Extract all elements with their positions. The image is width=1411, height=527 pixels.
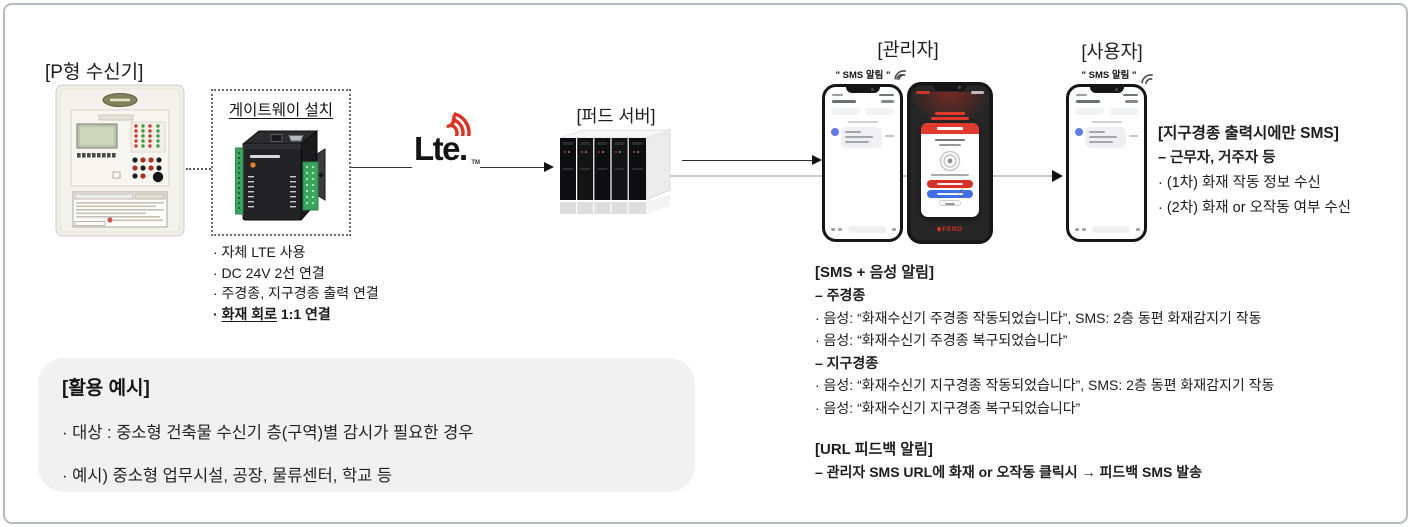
gateway-note-line-emphasis: · 화재 회로 1:1 연결 — [213, 305, 331, 322]
signal-ripple-icon — [1141, 74, 1153, 85]
gateway-device-image — [234, 129, 326, 222]
lte-trademark: TM — [471, 160, 480, 166]
note-title: [SMS + 음성 알림] — [815, 264, 934, 281]
arrowhead-to-server — [544, 162, 554, 172]
server-label: [퍼드 서버] — [576, 106, 656, 126]
signal-ripple-icon — [894, 70, 906, 81]
gateway-title: 게이트웨이 설치 — [228, 102, 334, 119]
fire-confirm-button — [927, 180, 973, 188]
sms-voice-note: [SMS + 음성 알림] – 주경종 · 음성: “화재수신기 주경종 작동되… — [815, 261, 1274, 483]
lte-wordmark: Lte. — [414, 130, 468, 167]
sms-message-bubble — [1085, 127, 1126, 148]
admin-sms-phone — [822, 84, 903, 242]
fire-alert-app-screen: ☝ FERD — [911, 86, 989, 240]
popup-header — [921, 123, 979, 134]
usage-title: [활용 예시] — [62, 378, 150, 399]
server-image — [559, 129, 671, 214]
district-bell-sms-note: [지구경종 출력시에만 SMS] – 근무자, 거주자 등 · (1차) 화재 … — [1158, 121, 1351, 220]
phone-notch — [1089, 86, 1124, 93]
note-title: [지구경종 출력시에만 SMS] — [1158, 125, 1339, 142]
gateway-note-line: · 자체 LTE 사용 — [213, 244, 306, 260]
receiver-label: [P형 수신기] — [45, 62, 144, 83]
gateway-note-line: · 주경종, 지구경종 출력 연결 — [213, 285, 379, 301]
arrowhead-to-admin — [812, 155, 822, 165]
outer-border — [3, 3, 1408, 524]
user-sms-phone — [1066, 84, 1147, 242]
sms-app-screen — [826, 88, 899, 238]
gateway-notes: · 자체 LTE 사용 · DC 24V 2선 연결 · 주경종, 지구경종 출… — [213, 242, 379, 324]
ferd-brand-logo: FERD — [911, 226, 989, 233]
user-sms-caption: " SMS 알림 " — [1081, 70, 1137, 81]
usage-line: · 대상 : 중소형 건축물 수신기 층(구역)별 감시가 필요한 경우 — [62, 424, 474, 442]
usage-example-box: [활용 예시] · 대상 : 중소형 건축물 수신기 층(구역)별 감시가 필요… — [38, 358, 695, 492]
sender-avatar — [831, 128, 839, 136]
phone-notch — [845, 86, 880, 93]
gateway-note-line: · DC 24V 2선 연결 — [213, 264, 325, 281]
url-feedback-title: [URL 피드백 알림] — [815, 440, 933, 458]
admin-sms-caption: " SMS 알림 " — [835, 70, 891, 81]
fire-alert-popup: ☝ — [921, 123, 979, 217]
user-label: [사용자] — [1081, 41, 1143, 62]
sender-avatar — [1075, 128, 1083, 136]
fire-panel-image — [55, 84, 185, 237]
arrowhead-to-user — [1052, 170, 1063, 182]
connector-server-admin — [682, 160, 813, 161]
lte-logo: Lte. TM — [412, 106, 480, 170]
cancel-button — [939, 200, 961, 206]
admin-alert-phone: ☝ FERD — [907, 82, 993, 244]
gateway-box: 게이트웨이 설치 — [211, 89, 351, 236]
usage-line: · 예시) 중소형 업무시설, 공장, 물류센터, 학교 등 — [62, 467, 393, 485]
sms-message-bubble — [841, 127, 882, 148]
false-alarm-button — [927, 190, 973, 198]
connector-receiver-gateway — [186, 168, 211, 170]
lte-signal-icon — [446, 112, 471, 136]
smoke-detector-icon — [939, 150, 961, 172]
phone-notch — [933, 84, 967, 91]
admin-label: [관리자] — [877, 39, 939, 60]
sms-app-screen — [1070, 88, 1143, 238]
